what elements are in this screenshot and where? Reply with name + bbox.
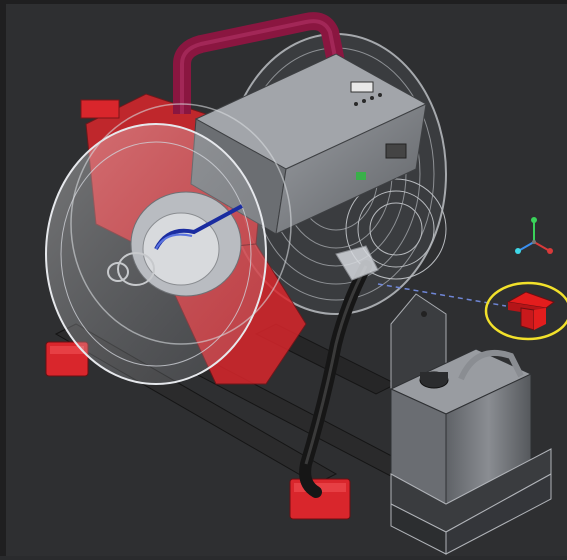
t-fitting-icon[interactable] — [506, 291, 556, 331]
3d-model-canvas[interactable] — [6, 4, 567, 560]
selection-ring — [484, 281, 567, 341]
axis-triad-icon[interactable] — [515, 217, 553, 254]
carry-handle[interactable] — [173, 12, 345, 114]
green-indicator — [356, 172, 366, 180]
indicator-dots — [354, 93, 382, 106]
canister-tray[interactable] — [390, 448, 552, 555]
highlighted-part[interactable] — [484, 281, 567, 341]
connector-block[interactable] — [385, 143, 407, 159]
hose[interactable] — [299, 245, 379, 498]
motor-hub[interactable] — [107, 191, 243, 297]
alignment-guide — [377, 283, 507, 307]
display-panel — [350, 81, 374, 93]
